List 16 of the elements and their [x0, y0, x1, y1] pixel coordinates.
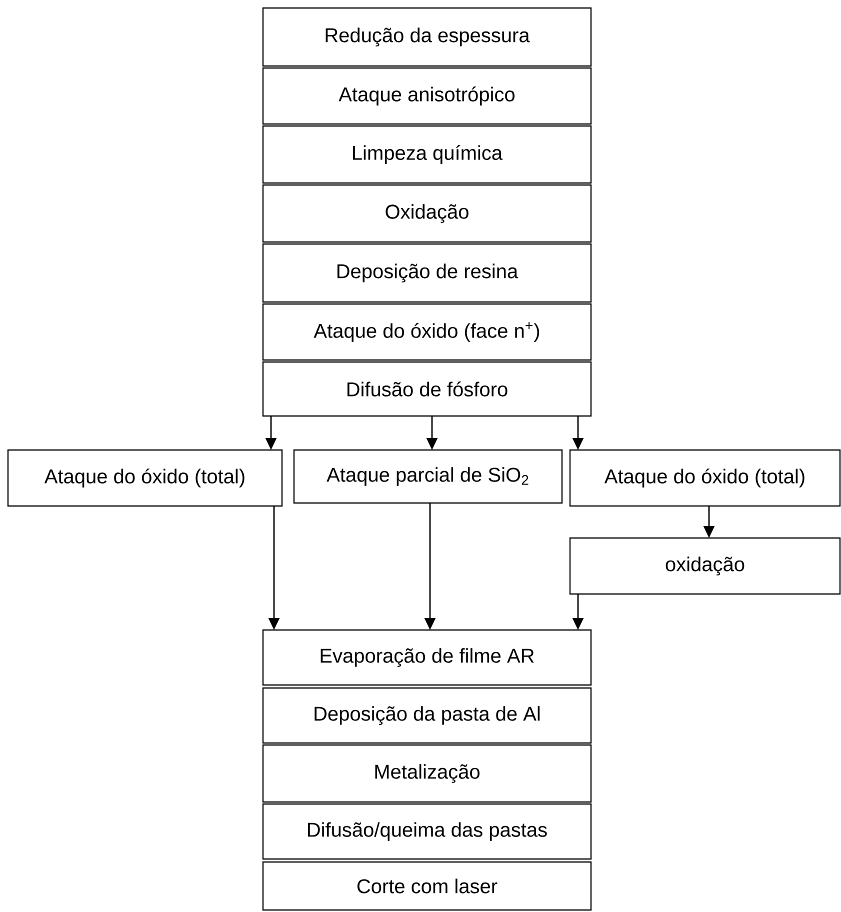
- process-box: Difusão de fósforo: [262, 361, 592, 417]
- process-box: Limpeza química: [262, 125, 592, 184]
- process-box: oxidação: [569, 537, 841, 595]
- process-box: Metalização: [262, 744, 592, 803]
- process-box: Ataque do óxido (face n$^{+}$): [262, 303, 592, 361]
- process-box: Evaporação de filme AR: [262, 629, 592, 686]
- process-box: Redução da espessura: [262, 7, 592, 67]
- process-box: Deposição de resina: [262, 243, 592, 303]
- process-box: Ataque anisotrópico: [262, 67, 592, 125]
- process-box: Oxidação: [262, 184, 592, 243]
- process-box: Ataque do óxido (total): [569, 449, 841, 507]
- process-box: Deposição da pasta de Al: [262, 687, 592, 744]
- process-box: Ataque parcial de SiO$_{2}$: [293, 449, 563, 504]
- process-box: Ataque do óxido (total): [7, 449, 283, 507]
- process-box: Difusão/queima das pastas: [262, 803, 592, 860]
- process-box: Corte com laser: [262, 861, 592, 911]
